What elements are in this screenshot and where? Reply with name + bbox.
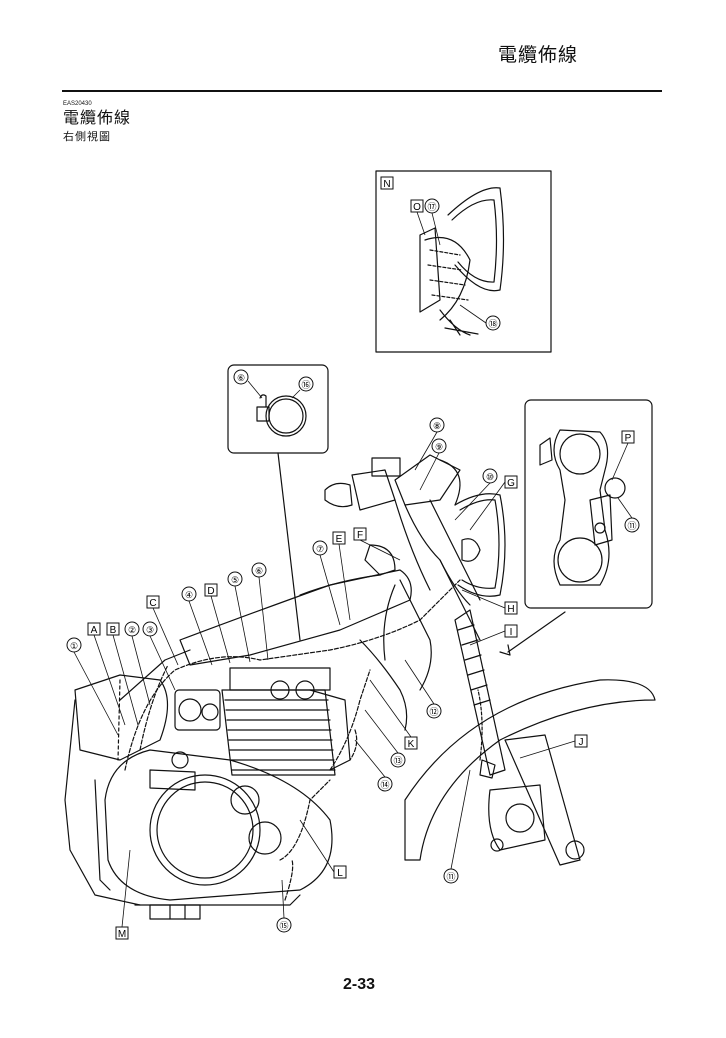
svg-text:P: P [625, 433, 632, 444]
svg-text:N: N [383, 179, 390, 190]
svg-text:⑥: ⑥ [255, 566, 263, 576]
svg-text:H: H [507, 604, 514, 615]
callout-number-4: ④ [181, 586, 197, 602]
callout-number-17: ⑰ [424, 198, 440, 214]
callout-number-2: ② [124, 621, 140, 637]
callout-number-18: ⑱ [485, 315, 501, 331]
callout-number-12: ⑫ [426, 703, 442, 719]
page-number: 2-33 [343, 976, 376, 993]
letter-callouts: A B C D E F G H I J K L M N O P [87, 176, 635, 940]
svg-text:⑱: ⑱ [488, 319, 497, 329]
svg-text:⑦: ⑦ [316, 544, 324, 554]
svg-text:③: ③ [146, 625, 154, 635]
svg-text:⑬: ⑬ [393, 756, 402, 766]
callout-number-11: ⑪ [443, 868, 459, 884]
callout-number-7: ⑦ [312, 540, 328, 556]
svg-text:I: I [510, 627, 513, 638]
callout-letter-g: G [504, 475, 518, 489]
callout-number-15: ⑮ [276, 917, 292, 933]
svg-text:C: C [149, 598, 156, 609]
svg-text:⑫: ⑫ [429, 707, 438, 717]
callout-number-10: ⑩ [482, 468, 498, 484]
inset-n-frame [375, 170, 552, 353]
svg-text:⑨: ⑨ [435, 442, 443, 452]
callout-number-8: ⑧ [429, 417, 445, 433]
svg-text:M: M [118, 929, 126, 940]
svg-text:⑪: ⑪ [627, 521, 636, 531]
callout-number-14: ⑭ [377, 776, 393, 792]
svg-text:E: E [336, 534, 343, 545]
callout-number-11-inset: ⑪ [624, 517, 640, 533]
svg-text:A: A [91, 625, 98, 636]
svg-text:⑧: ⑧ [433, 421, 441, 431]
svg-text:⑪: ⑪ [446, 872, 455, 882]
inset-p-frame [524, 399, 653, 609]
svg-text:⑭: ⑭ [380, 780, 389, 790]
svg-text:O: O [413, 202, 421, 213]
callout-number-1: ① [66, 637, 82, 653]
svg-text:D: D [207, 586, 214, 597]
callout-letter-o: O [410, 199, 424, 213]
svg-text:B: B [110, 625, 117, 636]
section-subtitle: 右側視圖 [63, 130, 111, 143]
svg-text:①: ① [70, 641, 78, 651]
svg-text:G: G [507, 478, 515, 489]
section-code: EAS20430 [63, 101, 92, 107]
callout-number-5: ⑤ [227, 571, 243, 587]
header-rule [62, 90, 662, 92]
svg-text:⑰: ⑰ [427, 202, 436, 212]
svg-text:④: ④ [185, 590, 193, 600]
header-title: 電纜佈線 [498, 44, 579, 66]
svg-text:⑮: ⑮ [279, 921, 288, 931]
svg-text:②: ② [128, 625, 136, 635]
section-title: 電纜佈線 [63, 108, 132, 127]
svg-text:L: L [337, 868, 343, 879]
callout-letter-f: F [353, 527, 367, 541]
number-callouts: ① ② ③ ④ ⑤ ⑥ ⑥ ⑦ ⑧ ⑨ ⑩ ⑪ ⑪ ⑫ ⑬ ⑭ ⑮ ⑯ ⑰ ⑱ [66, 198, 640, 933]
callout-number-9: ⑨ [431, 438, 447, 454]
callout-letter-e: E [332, 531, 346, 545]
svg-text:⑤: ⑤ [231, 575, 239, 585]
svg-text:⑯: ⑯ [301, 380, 310, 390]
callout-letter-m: M [115, 926, 129, 940]
callout-letter-c: C [146, 595, 160, 609]
callout-letter-h: H [504, 601, 518, 615]
callout-number-3: ③ [142, 621, 158, 637]
svg-text:F: F [357, 530, 363, 541]
callout-number-16: ⑯ [298, 376, 314, 392]
callout-letter-b: B [106, 622, 120, 636]
svg-text:⑥: ⑥ [237, 373, 245, 383]
callout-letter-d: D [204, 583, 218, 597]
callout-letter-j: J [574, 734, 588, 748]
callout-number-13: ⑬ [390, 752, 406, 768]
callout-number-6-inset: ⑥ [233, 369, 249, 385]
callout-letter-l: L [333, 865, 347, 879]
svg-text:J: J [579, 737, 584, 748]
callout-letter-i: I [504, 624, 518, 638]
callout-letter-n: N [380, 176, 394, 190]
svg-text:K: K [408, 739, 415, 750]
callout-letter-k: K [404, 736, 418, 750]
callout-letter-p: P [621, 430, 635, 444]
callout-number-6: ⑥ [251, 562, 267, 578]
callout-letter-a: A [87, 622, 101, 636]
svg-text:⑩: ⑩ [486, 472, 494, 482]
